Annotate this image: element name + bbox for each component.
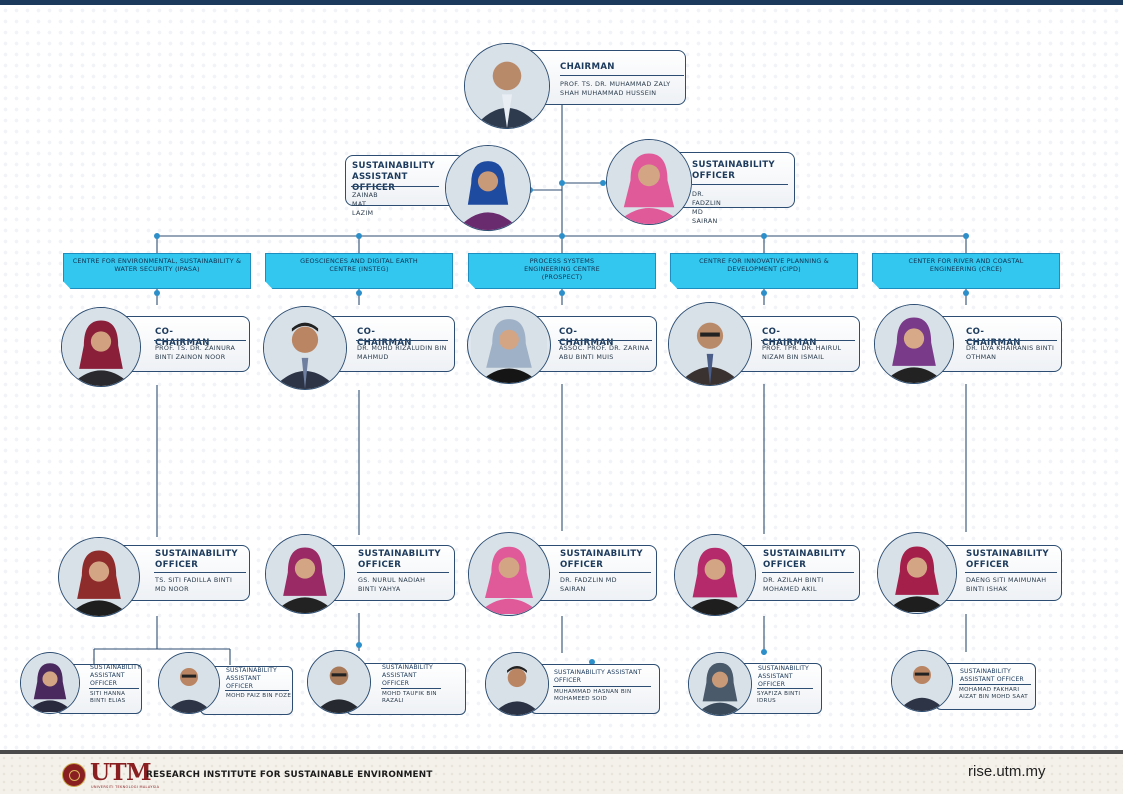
centre-banner-insteg: GEOSCIENCES AND DIGITAL EARTH CENTRE (IN… (265, 253, 453, 289)
cochair-role: CO-CHAIRMAN (966, 327, 1021, 348)
assistant-portrait (20, 652, 80, 714)
assistant-divider (553, 686, 651, 687)
cochair-divider (154, 340, 246, 341)
assistant-divider (89, 688, 139, 689)
assistant-portrait (158, 652, 220, 714)
cochair-role: CO-CHAIRMAN (155, 327, 210, 348)
centre-officer-role: SUSTAINABILITY OFFICER (358, 549, 441, 570)
cochair-divider (356, 340, 448, 341)
assistant-name: SYAFIZA BINTI IDRUS (757, 691, 801, 705)
assistant-portrait (688, 652, 752, 716)
assistant-role: SUSTAINABILITY ASSISTANT OFFICER (554, 669, 642, 684)
cochair-divider (965, 340, 1057, 341)
assistant-divider (381, 688, 441, 689)
centre-officer-name: DR. FADZLIN MD SAIRAN (560, 576, 617, 593)
centre-officer-portrait (468, 532, 550, 616)
institute-name: RESEARCH INSTITUTE FOR SUSTAINABLE ENVIR… (146, 770, 433, 780)
centre-officer-divider (154, 572, 246, 573)
assistant-divider (225, 690, 289, 691)
cochair-portrait (467, 306, 551, 384)
officer-portrait (606, 139, 692, 225)
assistant-name: MOHAMAD FAKHARI AIZAT BIN MOHD SAAT (959, 687, 1029, 701)
assistant-portrait (891, 650, 953, 712)
centre-title-cipd: CENTRE FOR INNOVATIVE PLANNING & DEVELOP… (699, 257, 829, 273)
assistant-officer-name: ZAINAB MAT LAZIM (352, 191, 378, 217)
cochair-portrait (263, 306, 347, 390)
utm-logo-text: UTM (90, 759, 152, 786)
assistant-officer-portrait (445, 145, 531, 231)
centre-banner-crce: CENTER FOR RIVER AND COASTAL ENGINEERING… (872, 253, 1060, 289)
centre-banner-prospect: PROCESS SYSTEMS ENGINEERING CENTRE (PROS… (468, 253, 656, 289)
centre-title-ipasa: CENTRE FOR ENVIRONMENTAL, SUSTAINABILITY… (72, 257, 242, 273)
cochair-name: DR. ILYA KHAIRANIS BINTI OTHMAN (966, 344, 1055, 361)
cochair-role: CO-CHAIRMAN (357, 327, 412, 348)
assistant-card (530, 664, 660, 714)
assistant-name: SITI HANNA BINTI ELIAS (90, 691, 126, 705)
centre-officer-role: SUSTAINABILITY OFFICER (560, 549, 643, 570)
centre-title-insteg: GEOSCIENCES AND DIGITAL EARTH CENTRE (IN… (300, 257, 418, 273)
centre-officer-name: DR. AZILAH BINTI MOHAMED AKIL (763, 576, 824, 593)
centre-officer-portrait (265, 534, 345, 614)
cochair-name: PROF. TS. DR. ZAINURA BINTI ZAINON NOOR (155, 344, 236, 361)
centre-title-crce: CENTER FOR RIVER AND COASTAL ENGINEERING… (908, 257, 1024, 273)
centre-officer-name: TS. SITI FADILLA BINTI MD NOOR (155, 576, 233, 593)
officer-divider (692, 184, 788, 185)
centre-officer-name: DAENG SITI MAIMUNAH BINTI ISHAK (966, 576, 1047, 593)
top-accent-bar (0, 0, 1123, 5)
website-link[interactable]: rise.utm.my (968, 763, 1046, 780)
assistant-portrait (307, 650, 371, 714)
cochair-divider (761, 340, 855, 341)
utm-logo-subtext: UNIVERSITI TEKNOLOGI MALAYSIA (91, 785, 160, 789)
officer-role: SUSTAINABILITY OFFICER (692, 160, 775, 181)
centre-officer-name: GS. NURUL NADIAH BINTI YAHYA (358, 576, 426, 593)
centre-banner-ipasa: CENTRE FOR ENVIRONMENTAL, SUSTAINABILITY… (63, 253, 251, 289)
assistant-role: SUSTAINABILITY ASSISTANT OFFICER (382, 664, 433, 687)
footer: UTM UNIVERSITI TEKNOLOGI MALAYSIA RESEAR… (0, 750, 1123, 794)
cochair-role: CO-CHAIRMAN (559, 327, 614, 348)
cochair-name: DR. MOHD RIZALUDIN BIN MAHMUD (357, 344, 447, 361)
utm-crest-icon (62, 763, 86, 787)
chairman-name: PROF. TS. DR. MUHAMMAD ZALY SHAH MUHAMMA… (560, 80, 671, 97)
cochair-role: CO-CHAIRMAN (762, 327, 817, 348)
assistant-name: MUHAMMAD HASNAN BIN MOHAMEED SOID (554, 689, 632, 703)
centre-officer-divider (965, 572, 1057, 573)
cochair-portrait (61, 307, 141, 387)
cochair-portrait (668, 302, 752, 386)
centre-officer-portrait (58, 537, 140, 617)
assistant-name: MOHD TAUFIK BIN RAZALI (382, 691, 437, 705)
assistant-portrait (485, 652, 549, 716)
assistant-officer-divider (351, 186, 439, 187)
assistant-officer-role: SUSTAINABILITY ASSISTANT OFFICER (352, 161, 435, 193)
chairman-role: CHAIRMAN (560, 62, 615, 72)
chairman-divider (560, 75, 684, 76)
cochair-divider (558, 340, 652, 341)
centre-officer-divider (357, 572, 449, 573)
assistant-role: SUSTAINABILITY ASSISTANT OFFICER (90, 664, 141, 687)
cochair-portrait (874, 304, 954, 384)
centre-banner-cipd: CENTRE FOR INNOVATIVE PLANNING & DEVELOP… (670, 253, 858, 289)
assistant-role: SUSTAINABILITY ASSISTANT OFFICER (758, 665, 809, 688)
assistant-name: MOHD FAIZ BIN FOZE (226, 693, 292, 699)
centre-officer-portrait (674, 534, 756, 616)
assistant-role: SUSTAINABILITY ASSISTANT OFFICER (226, 667, 277, 690)
centre-officer-role: SUSTAINABILITY OFFICER (763, 549, 846, 570)
org-connector-lines (93, 105, 969, 665)
chairman-portrait (464, 43, 550, 129)
cochair-name: ASSOC. PROF. DR. ZARINA ABU BINTI MUIS (559, 344, 650, 361)
centre-officer-divider (762, 572, 854, 573)
footer-pattern (0, 754, 1123, 794)
assistant-divider (959, 684, 1031, 685)
centre-title-prospect: PROCESS SYSTEMS ENGINEERING CENTRE (PROS… (524, 257, 600, 281)
centre-officer-portrait (877, 532, 957, 614)
centre-officer-role: SUSTAINABILITY OFFICER (966, 549, 1049, 570)
centre-officer-role: SUSTAINABILITY OFFICER (155, 549, 238, 570)
officer-name: DR. FADZLIN MD SAIRAN (692, 190, 722, 225)
assistant-role: SUSTAINABILITY ASSISTANT OFFICER (960, 668, 1024, 683)
centre-officer-divider (559, 572, 651, 573)
cochair-name: PROF. TPR. DR. HAIRUL NIZAM BIN ISMAIL (762, 344, 842, 361)
assistant-divider (757, 688, 813, 689)
